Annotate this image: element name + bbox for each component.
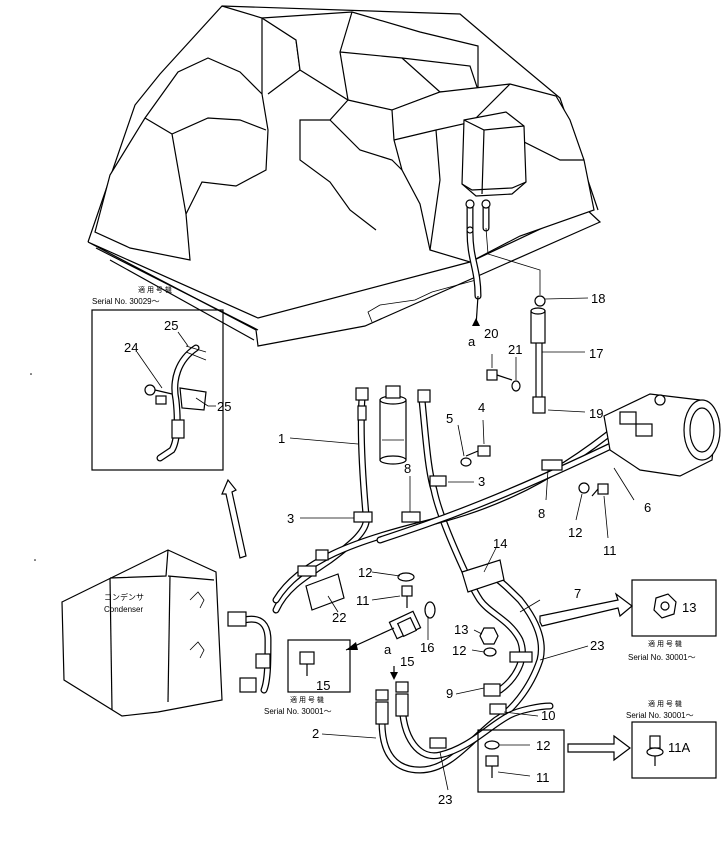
hose-7 bbox=[417, 389, 526, 694]
svg-text:10: 10 bbox=[541, 708, 555, 723]
inset-13: 適 用 号 機 Serial No. 30001～ bbox=[539, 579, 717, 662]
fitting-15 bbox=[390, 616, 418, 680]
svg-text:12: 12 bbox=[452, 643, 466, 658]
inset-12-11 bbox=[477, 729, 565, 793]
callout-11A: 11A bbox=[668, 740, 690, 755]
inset-top-left-serial: Serial No. 30029～ bbox=[92, 297, 160, 306]
callouts: 1 3 3 4 5 6 7 8 8 9 10 11 11 11 12 12 12… bbox=[278, 400, 651, 807]
drain-hose-assembly bbox=[486, 295, 589, 414]
svg-text:23: 23 bbox=[590, 638, 604, 653]
svg-text:11: 11 bbox=[536, 770, 550, 785]
svg-text:22: 22 bbox=[332, 610, 346, 625]
svg-text:12: 12 bbox=[536, 738, 550, 753]
callout-19: 19 bbox=[589, 406, 603, 421]
compressor bbox=[603, 393, 721, 477]
callout-13-inset: 13 bbox=[682, 600, 696, 615]
svg-text:1: 1 bbox=[278, 431, 285, 446]
inset-mid-left-serial: Serial No. 30001～ bbox=[264, 707, 332, 716]
callout-20: 20 bbox=[484, 326, 498, 341]
svg-text:11: 11 bbox=[603, 543, 617, 558]
callout-21: 21 bbox=[508, 342, 522, 357]
svg-text:3: 3 bbox=[287, 511, 294, 526]
svg-text:7: 7 bbox=[574, 586, 581, 601]
leader-lines bbox=[289, 419, 635, 791]
svg-text:12: 12 bbox=[568, 525, 582, 540]
callout-25: 25 bbox=[164, 318, 178, 333]
svg-text:23: 23 bbox=[438, 792, 452, 807]
svg-text:14: 14 bbox=[493, 536, 507, 551]
inset-11a: 適 用 号 機 Serial No. 30001～ bbox=[567, 699, 717, 779]
hose-2-10 bbox=[375, 570, 554, 774]
inset-13-serial: Serial No. 30001～ bbox=[628, 653, 696, 662]
svg-text:11: 11 bbox=[356, 593, 370, 608]
hose-to-compressor bbox=[272, 421, 644, 604]
callout-15-inset: 15 bbox=[316, 678, 330, 693]
machine-body bbox=[87, 5, 602, 347]
svg-text:12: 12 bbox=[358, 565, 372, 580]
svg-text:8: 8 bbox=[404, 461, 411, 476]
inset-11a-applicable: 適 用 号 機 bbox=[648, 699, 682, 708]
svg-text:2: 2 bbox=[312, 726, 319, 741]
arrow-to-inset bbox=[221, 478, 247, 559]
inset-top-left-applicable: 適 用 号 機 bbox=[138, 285, 172, 294]
callout-18: 18 bbox=[591, 291, 605, 306]
svg-text:13: 13 bbox=[454, 622, 468, 637]
condenser-label: Condenser bbox=[104, 605, 143, 614]
condenser-label-jp: コンデンサ bbox=[104, 592, 144, 602]
hose-6 bbox=[227, 611, 272, 694]
callout-24: 24 bbox=[124, 340, 138, 355]
receiver-drier bbox=[379, 385, 407, 465]
inset-13-applicable: 適 用 号 機 bbox=[648, 639, 682, 648]
inset-15: 適 用 号 機 Serial No. 30001～ bbox=[264, 627, 395, 716]
callout-25-lower: 25 bbox=[217, 399, 231, 414]
svg-text:9: 9 bbox=[446, 686, 453, 701]
hose-1 bbox=[272, 387, 370, 614]
svg-text:8: 8 bbox=[538, 506, 545, 521]
clamps bbox=[297, 459, 563, 749]
svg-text:16: 16 bbox=[420, 640, 434, 655]
hose-from-receiver bbox=[465, 199, 541, 327]
inset-mid-left-applicable: 適 用 号 機 bbox=[290, 695, 324, 704]
label-a-mid: a bbox=[384, 642, 392, 657]
condenser: コンデンサ Condenser bbox=[61, 549, 223, 717]
inset-11a-serial: Serial No. 30001～ bbox=[626, 711, 694, 720]
svg-text:4: 4 bbox=[478, 400, 485, 415]
fasteners bbox=[388, 445, 609, 657]
svg-text:15: 15 bbox=[400, 654, 414, 669]
svg-text:5: 5 bbox=[446, 411, 453, 426]
marks bbox=[30, 373, 36, 561]
inset-serial-30029: 適 用 号 機 Serial No. 30029～ bbox=[91, 285, 224, 471]
callout-17: 17 bbox=[589, 346, 603, 361]
label-a-top: a bbox=[468, 334, 476, 349]
svg-text:6: 6 bbox=[644, 500, 651, 515]
svg-text:3: 3 bbox=[478, 474, 485, 489]
